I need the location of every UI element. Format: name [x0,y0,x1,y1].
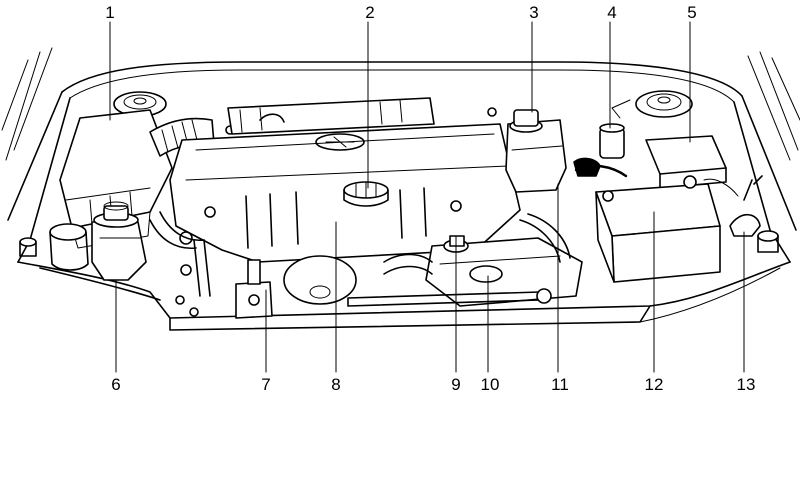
callout-3: 3 [529,3,538,22]
alternator [283,255,357,305]
callout-11: 11 [551,375,569,394]
callout-5: 5 [687,3,696,22]
callout-4: 4 [607,3,616,22]
callout-13: 13 [737,375,756,394]
callout-6: 6 [111,375,120,394]
coolant-reservoir [505,109,567,193]
battery [595,175,739,283]
callout-numbers: 1 2 3 4 5 6 7 8 9 10 11 12 13 [105,3,755,394]
engine-cover [169,107,521,263]
battery-terminal-connector [729,175,779,253]
left-front-components [149,211,273,319]
oil-filler-cap [343,181,389,207]
callout-9: 9 [451,375,460,394]
brake-fluid-reservoir [19,201,147,281]
callout-12: 12 [645,375,664,394]
callout-2: 2 [365,3,374,22]
callout-7: 7 [261,375,270,394]
intake-manifold [227,97,435,135]
callout-8: 8 [331,375,340,394]
callout-leaders [109,21,745,373]
power-steering-reservoir [573,123,628,178]
callout-10: 10 [481,375,500,394]
front-hose [383,213,571,275]
callout-1: 1 [105,3,114,22]
right-strut-tower [611,90,693,119]
air-cleaner [59,109,215,249]
